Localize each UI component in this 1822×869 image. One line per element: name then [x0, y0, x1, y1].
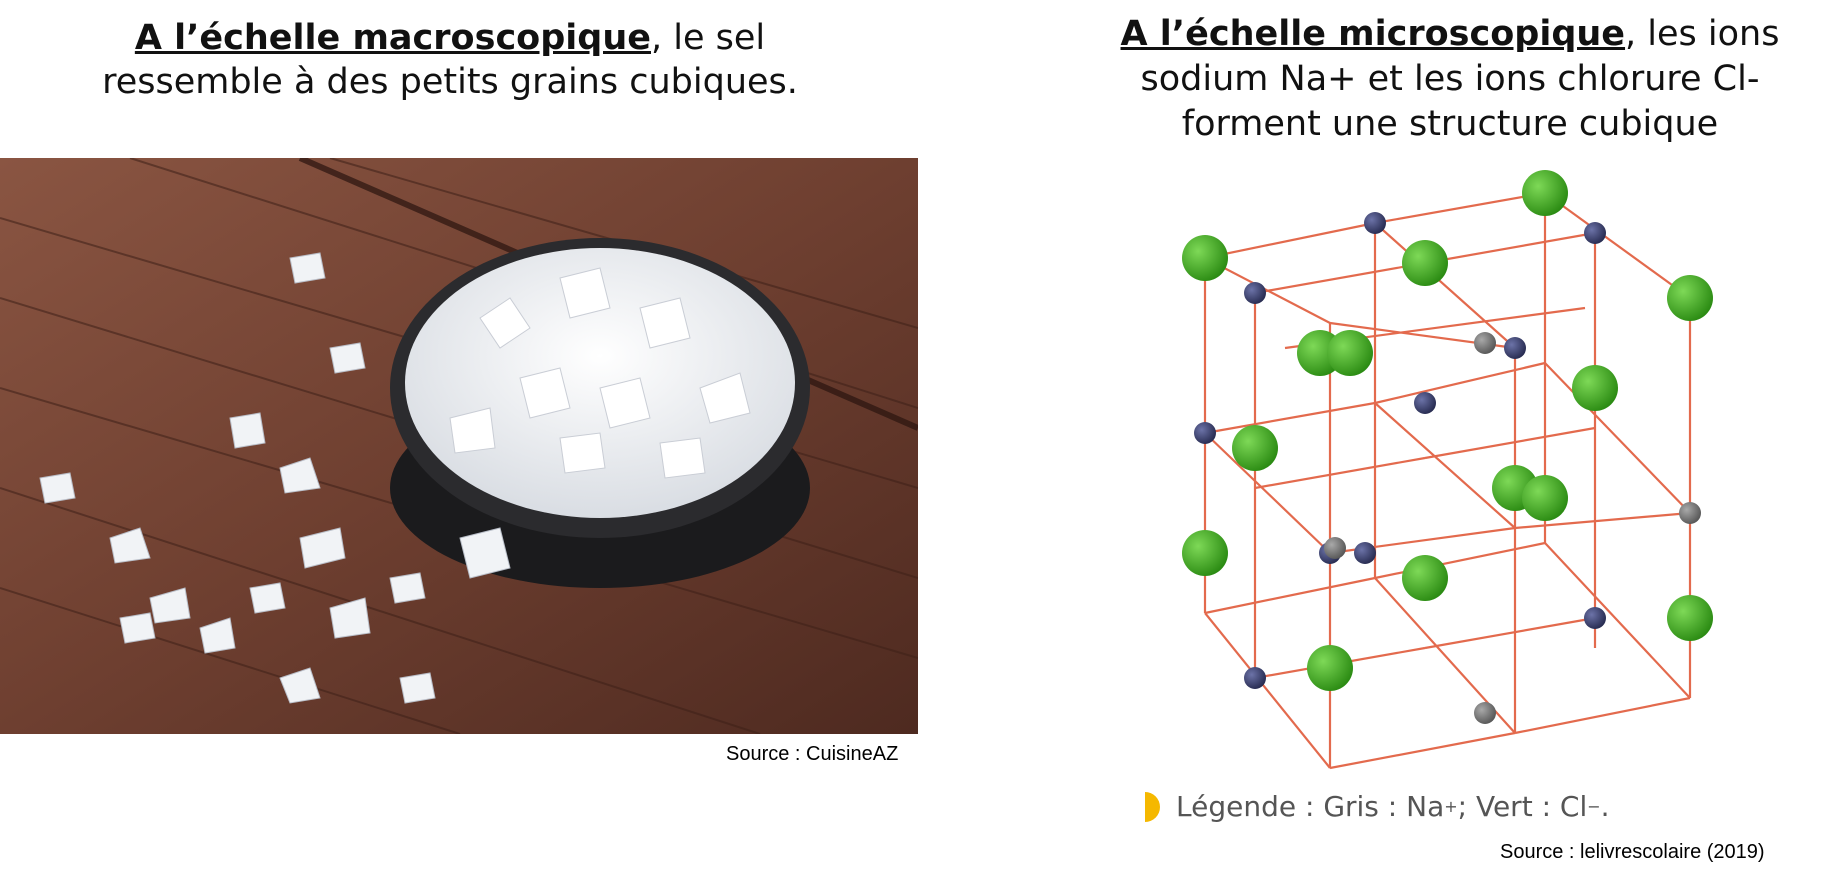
salt-photo	[0, 158, 918, 734]
right-heading-bold: A l’échelle microscopique	[1120, 14, 1626, 54]
legend-marker-icon	[1145, 791, 1160, 822]
legend-end: .	[1600, 790, 1610, 823]
legend-prefix: Légende : Gris : Na	[1176, 790, 1445, 823]
source-left: Source : CuisineAZ	[726, 743, 899, 765]
left-heading-bold: A l’échelle macroscopique	[134, 18, 651, 58]
right-heading: A l’échelle microscopique, les ions sodi…	[1085, 12, 1815, 147]
right-heading-text: , les ions sodium Na+ et les ions chloru…	[1140, 14, 1780, 144]
legend-mid: ; Vert : Cl	[1457, 790, 1588, 823]
left-heading-text: , le sel ressemble à des petits grains c…	[102, 18, 798, 102]
nacl-crystal-lattice	[1135, 158, 1765, 788]
left-heading: A l’échelle macroscopique, le sel ressem…	[40, 16, 860, 104]
source-right: Source : lelivrescolaire (2019)	[1500, 841, 1765, 863]
lattice-legend: Légende : Gris : Na+ ; Vert : Cl−.	[1145, 790, 1610, 823]
